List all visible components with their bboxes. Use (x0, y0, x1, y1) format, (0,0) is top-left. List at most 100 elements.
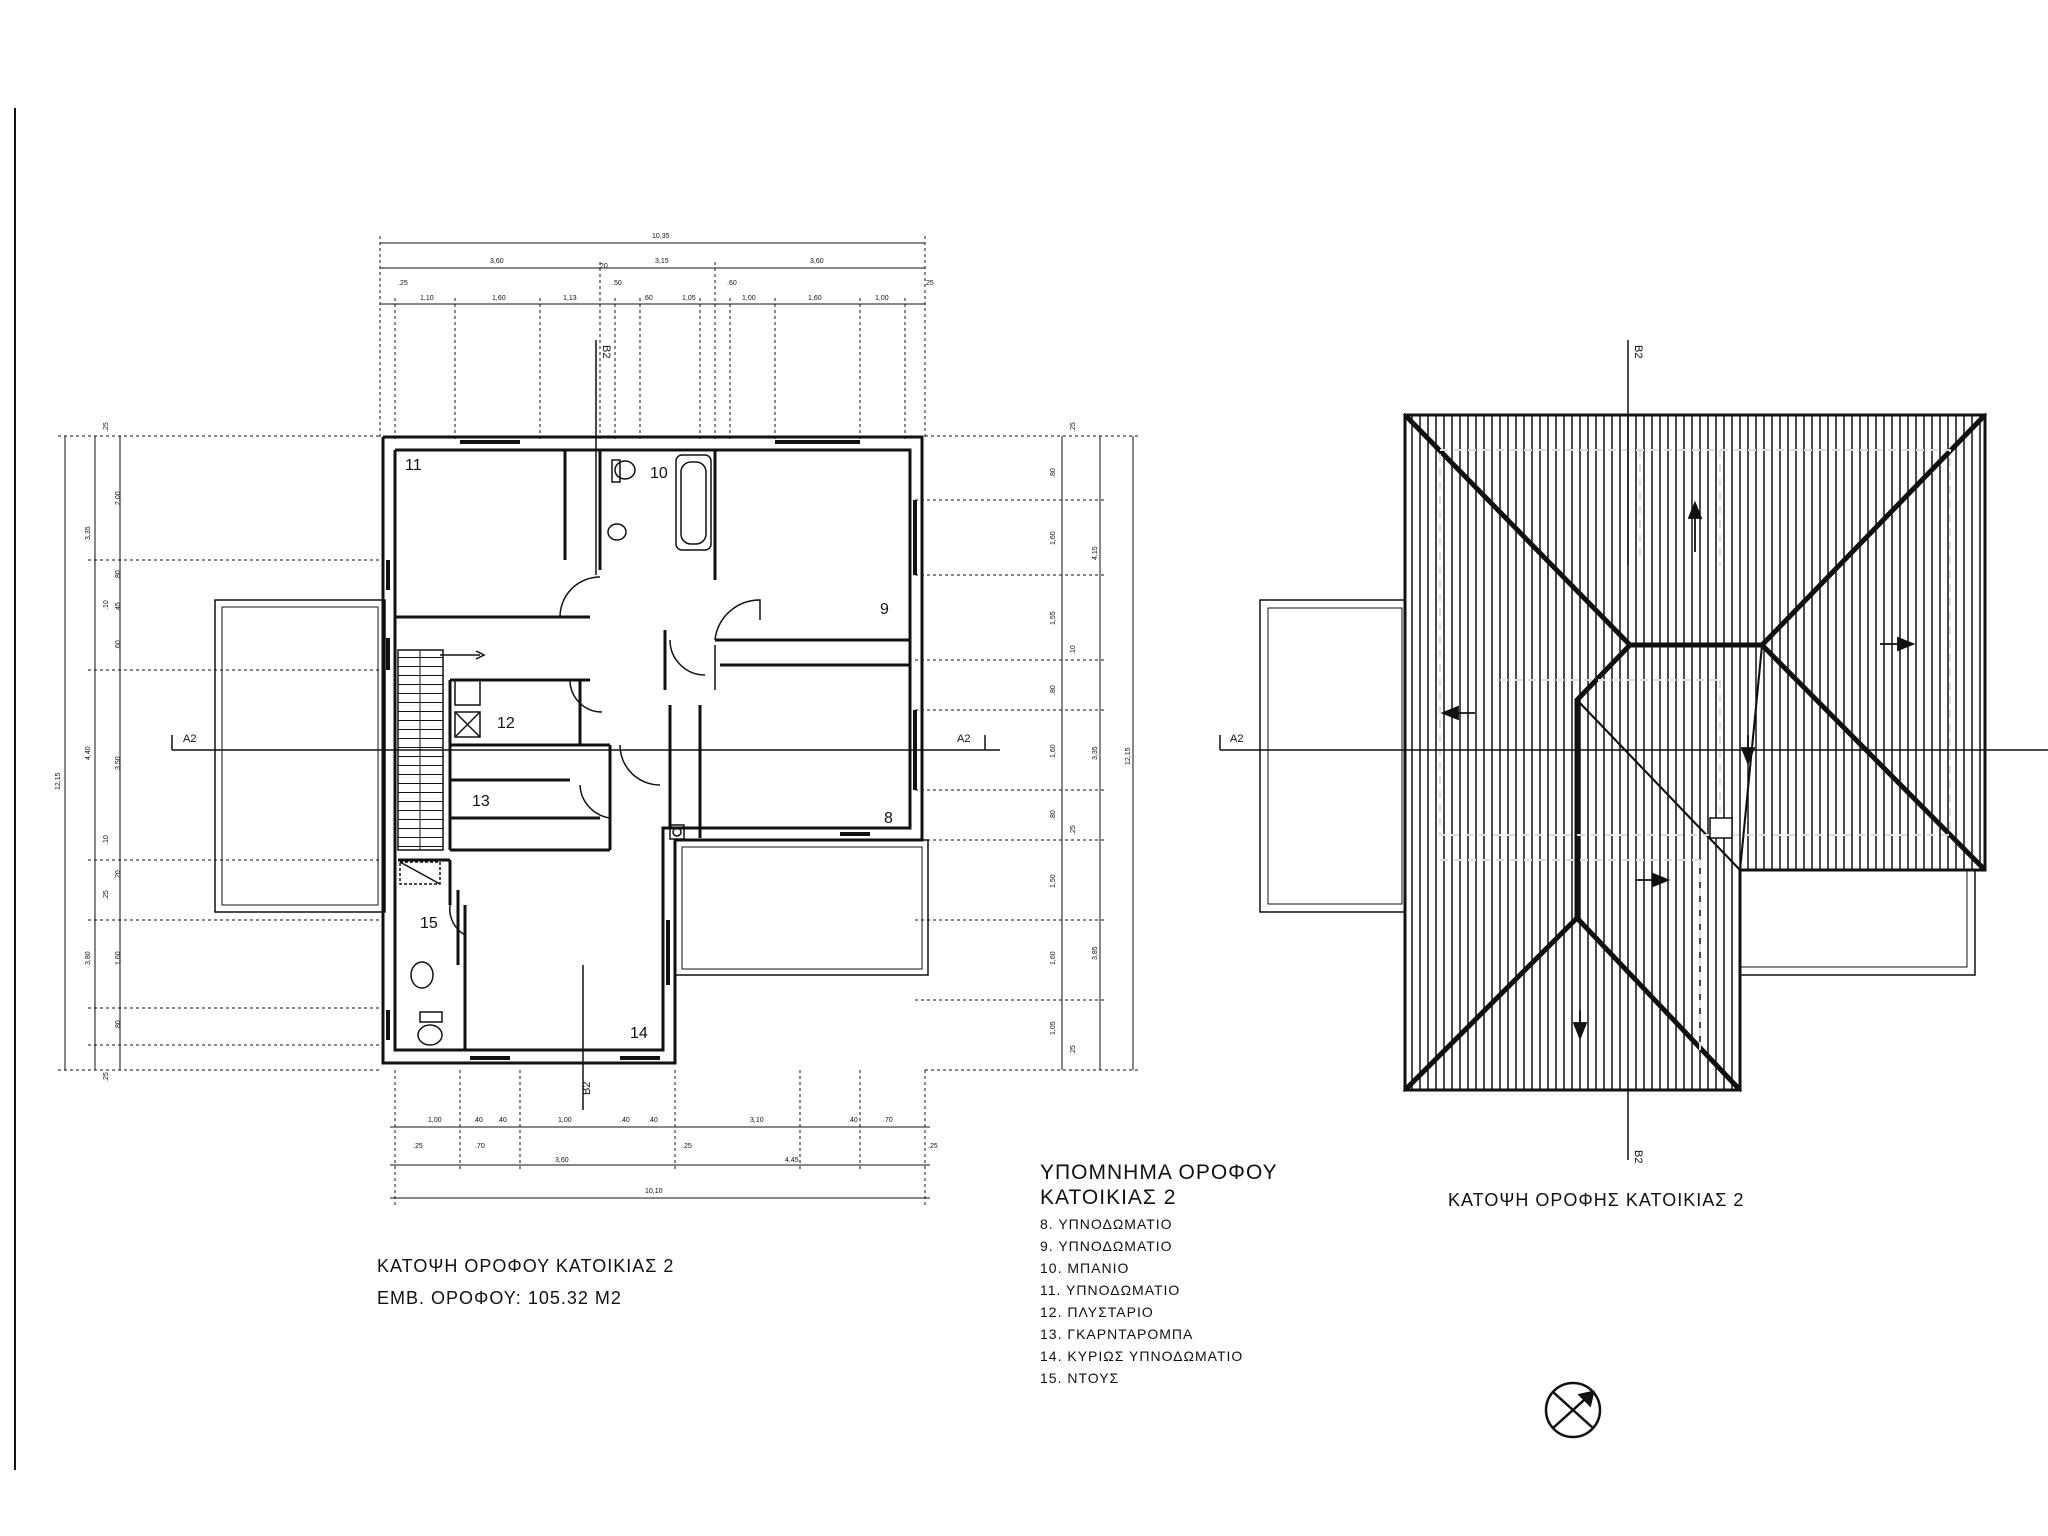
legend-item: 14. ΚΥΡΙΩΣ ΥΠΝΟΔΩΜΑΤΙΟ (1040, 1348, 1244, 1364)
svg-text:1,00: 1,00 (428, 1117, 442, 1124)
svg-text:1,05: 1,05 (682, 295, 696, 302)
svg-text:.10: .10 (103, 835, 110, 845)
legend-item: 8. ΥΠΝΟΔΩΜΑΤΙΟ (1040, 1216, 1173, 1232)
svg-text:4,15: 4,15 (1092, 546, 1099, 560)
svg-text:.40: .40 (620, 1117, 630, 1124)
dim-left: 12,15 3,35 4,40 3,80 .25 2,00 .80 .10 .4… (55, 422, 122, 1082)
svg-text:A2: A2 (183, 733, 196, 745)
svg-text:.45: .45 (115, 602, 122, 612)
svg-text:1,00: 1,00 (742, 295, 756, 302)
svg-text:1,60: 1,60 (492, 295, 506, 302)
svg-text:3,80: 3,80 (85, 951, 92, 965)
svg-text:.60: .60 (643, 295, 653, 302)
svg-text:3,10: 3,10 (750, 1117, 764, 1124)
svg-text:.25: .25 (103, 422, 110, 432)
svg-text:3,85: 3,85 (1092, 946, 1099, 960)
legend-item: 13. ΓΚΑΡΝΤΑΡΟΜΠΑ (1040, 1326, 1194, 1342)
svg-text:1,50: 1,50 (1050, 874, 1057, 888)
room-label-10: 10 (650, 465, 668, 482)
svg-text:.40: .40 (848, 1117, 858, 1124)
door-swings (449, 576, 761, 936)
svg-text:.25: .25 (1070, 422, 1077, 432)
roof-plan-title: ΚΑΤΟΨΗ ΟΡΟΦΗΣ ΚΑΤΟΙΚΙΑΣ 2 (1448, 1190, 1745, 1210)
svg-text:.10: .10 (103, 600, 110, 610)
svg-text:A2: A2 (1230, 733, 1243, 745)
dim-top-detail: .25 1,10 1,60 1,13 .20 .50 .60 1,05 .60 … (398, 263, 934, 302)
svg-text:.25: .25 (413, 1143, 423, 1150)
legend-title-line-1: ΥΠΟΜΝΗΜΑ ΟΡΟΦΟΥ (1040, 1161, 1278, 1184)
svg-text:.40: .40 (648, 1117, 658, 1124)
svg-text:1,60: 1,60 (1050, 951, 1057, 965)
section-lines (171, 340, 1000, 1110)
windows (386, 440, 917, 1060)
svg-text:.20: .20 (598, 263, 608, 270)
svg-text:.80: .80 (1050, 468, 1057, 478)
dim-top-total: 10,35 (652, 233, 670, 240)
floor-plan-title: ΚΑΤΟΨΗ ΟΡΟΦΟΥ ΚΑΤΟΙΚΙΑΣ 2 (377, 1256, 675, 1276)
dim-bottom-mid: .25 .70 3,60 .25 4,45 .25 (413, 1143, 938, 1164)
dimension-lines-right (915, 435, 1140, 1071)
svg-text:3,60: 3,60 (490, 258, 504, 265)
svg-text:4,40: 4,40 (85, 746, 92, 760)
svg-text:3,60: 3,60 (555, 1157, 569, 1164)
section-mark-labels: A2 A2 B2 B2 (183, 345, 970, 1095)
svg-text:B2: B2 (581, 1082, 593, 1095)
dim-top-mid: 3,60 3,15 3,60 (490, 258, 824, 265)
svg-text:.60: .60 (727, 280, 737, 287)
dimension-lines-left (58, 435, 380, 1071)
svg-text:1,60: 1,60 (115, 951, 122, 965)
slope-arrows (1440, 500, 1916, 1041)
balcony-right (674, 839, 929, 976)
svg-text:1,13: 1,13 (563, 295, 577, 302)
svg-text:.80: .80 (115, 1020, 122, 1030)
room-label-13: 13 (472, 793, 490, 810)
svg-text:.10: .10 (1070, 645, 1077, 655)
svg-text:B2: B2 (1632, 1150, 1644, 1163)
legend-item: 12. ΠΛΥΣΤΑΡΙΟ (1040, 1304, 1154, 1320)
roof-plan (1219, 340, 2048, 1160)
roof-section-lines (1219, 340, 2048, 1160)
roof-section-mark-labels: A2 B2 B2 (1230, 345, 1644, 1163)
svg-text:1,60: 1,60 (1050, 744, 1057, 758)
legend-title-line-2: ΚΑΤΟΙΚΙΑΣ 2 (1040, 1186, 1177, 1209)
svg-text:.80: .80 (115, 570, 122, 580)
svg-text:.25: .25 (103, 1072, 110, 1082)
room-label-8: 8 (884, 810, 893, 827)
roof-ridges (1403, 413, 1987, 1092)
svg-text:12,15: 12,15 (55, 772, 62, 790)
svg-text:3,35: 3,35 (85, 526, 92, 540)
svg-text:4,45: 4,45 (785, 1157, 799, 1164)
dimension-lines-top (379, 236, 926, 440)
svg-text:A2: A2 (957, 733, 970, 745)
legend-item: 11. ΥΠΝΟΔΩΜΑΤΙΟ (1040, 1282, 1181, 1298)
svg-text:1,00: 1,00 (558, 1117, 572, 1124)
svg-text:.40: .40 (473, 1117, 483, 1124)
svg-text:.80: .80 (1050, 810, 1057, 820)
room-label-9: 9 (880, 601, 889, 618)
legend-title: ΥΠΟΜΝΗΜΑ ΟΡΟΦΟΥ ΚΑΤΟΙΚΙΑΣ 2 (1040, 1160, 1278, 1210)
room-labels: 8 9 10 11 12 13 14 15 (405, 457, 893, 1042)
svg-text:12,15: 12,15 (1125, 747, 1132, 765)
legend-item: 10. ΜΠΑΝΙΟ (1040, 1260, 1130, 1276)
svg-text:.25: .25 (1070, 825, 1077, 835)
exterior-walls (381, 435, 924, 1065)
svg-text:1,05: 1,05 (1050, 1021, 1057, 1035)
svg-text:.80: .80 (1050, 685, 1057, 695)
svg-text:1,55: 1,55 (1050, 611, 1057, 625)
dimension-lines-bottom (390, 1070, 930, 1205)
svg-text:.25: .25 (682, 1143, 692, 1150)
room-label-12: 12 (497, 715, 515, 732)
svg-text:3,60: 3,60 (810, 258, 824, 265)
legend-item: 15. ΝΤΟΥΣ (1040, 1370, 1120, 1386)
bathroom-fixtures (399, 454, 712, 1046)
svg-text:.70: .70 (883, 1117, 893, 1124)
dim-right: 12,15 4,15 3,35 3,85 .25 .80 1,60 1,55 .… (1050, 422, 1132, 1055)
svg-text:1,10: 1,10 (420, 295, 434, 302)
svg-text:.50: .50 (612, 280, 622, 287)
dim-bottom-detail: 1,00 .40 .40 1,00 .40 .40 3,10 .40 .70 (428, 1117, 893, 1124)
svg-text:1,00: 1,00 (875, 295, 889, 302)
svg-text:.25: .25 (924, 280, 934, 287)
room-label-15: 15 (420, 915, 438, 932)
svg-text:3,50: 3,50 (115, 756, 122, 770)
terrace-left (214, 599, 386, 913)
